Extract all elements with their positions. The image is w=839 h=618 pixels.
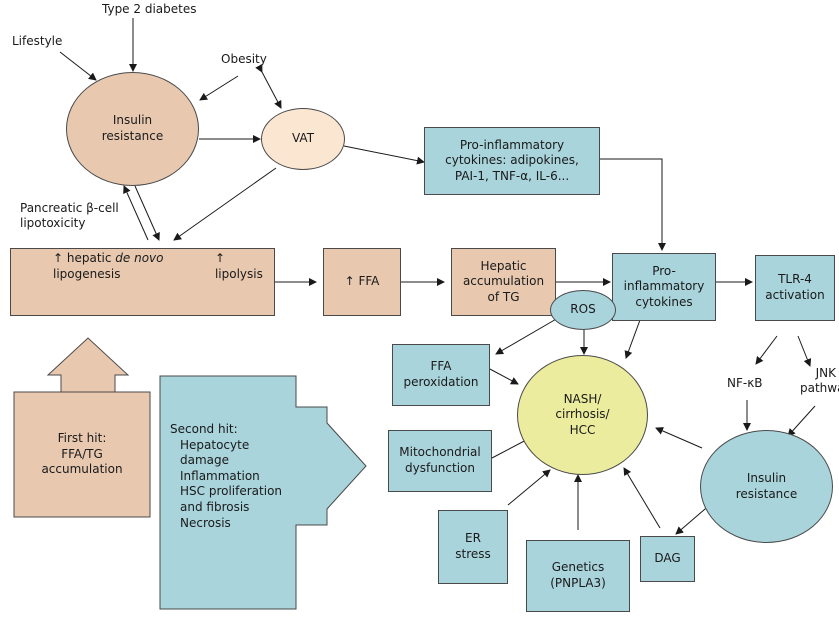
mitochondrial-box: Mitochondrial dysfunction	[388, 430, 492, 492]
ros-node: ROS	[550, 290, 616, 330]
second-hit-text: Second hit: Hepatocyte damage Inflammati…	[166, 420, 296, 532]
insulin-resistance-top-node: Insulin resistance	[66, 72, 199, 186]
obesity-label: Obesity	[221, 52, 267, 66]
ffa-increase-box: ↑ FFA	[323, 248, 401, 316]
hepatic-line-2: accumulation	[462, 274, 545, 289]
second-hit-item-4: and fibrosis	[180, 499, 250, 514]
arrow-ros-to-ffaperox	[495, 317, 559, 355]
arrow-vat-to-proinflam	[343, 145, 425, 165]
arrow-er-to-nash	[507, 469, 551, 506]
genetics-line-2: (PNPLA3)	[550, 576, 606, 590]
arrow-proinflam-to-nash	[624, 319, 641, 359]
second-hit-item-5: Necrosis	[180, 515, 231, 530]
ir-top-line-1: Insulin	[112, 113, 153, 128]
tlr4-box: TLR-4 activation	[755, 255, 835, 321]
lipogenesis-line-1: ↑ hepatic de novo lipogenesis	[53, 251, 215, 282]
lipogenesis-box: ↑ hepatic de novo lipogenesis ↑ lipolysi…	[10, 248, 275, 316]
second-hit-item-1: Hepatocyte damage	[180, 437, 250, 468]
proinflammatory-top-box: Pro-inflammatory cytokines: adipokines, …	[424, 127, 600, 195]
ir-right-line-1: Insulin	[746, 470, 787, 485]
arrow-ir-right-to-nash	[655, 427, 703, 449]
pancreatic-lipotoxicity-label: Pancreatic β-cell lipotoxicity	[20, 201, 119, 231]
mito-line-2: dysfunction	[405, 461, 475, 475]
nash-node: NASH/ cirrhosis/ HCC	[517, 355, 648, 475]
pancreatic-line-1: Pancreatic β-cell	[20, 201, 119, 215]
ros-label: ROS	[570, 302, 596, 317]
nash-line-3: HCC	[569, 422, 596, 437]
first-hit-box-shape	[13, 391, 151, 518]
arrow-ir-to-lipogenesis-b	[134, 185, 160, 241]
dag-label: DAG	[654, 551, 681, 566]
arrow-jnk-to-ir	[787, 405, 816, 437]
mito-line-1: Mitochondrial	[399, 445, 481, 460]
arrow-vat-to-lipogenesis	[173, 167, 277, 241]
first-hit-up-arrow	[46, 337, 130, 393]
tlr4-line-2: activation	[765, 288, 825, 302]
second-hit-heading: Second hit:	[170, 422, 238, 436]
er-line-2: stress	[455, 547, 491, 561]
arrow-dag-to-nash	[623, 467, 661, 529]
arrow-tlr4-to-jnk	[797, 335, 812, 367]
ffa-increase-label: ↑ FFA	[344, 274, 380, 289]
dag-box: DAG	[640, 536, 695, 582]
arrow-proinflam-top-to-mid	[600, 158, 666, 251]
lipogenesis-italic: de novo	[115, 251, 164, 265]
vat-label: VAT	[291, 131, 315, 146]
proinflam-mid-line-2: inflammatory	[623, 279, 705, 294]
er-line-1: ER	[465, 531, 481, 546]
arrow-obesity-to-ir	[199, 75, 239, 101]
hepatic-tg-box: Hepatic accumulation of TG	[451, 248, 556, 316]
proinflam-mid-line-3: cytokines	[635, 294, 693, 309]
proinflam-top-line-3: PAI-1, TNF-α, IL-6...	[454, 168, 570, 183]
first-hit-text: First hit: FFA/TG accumulation	[14, 392, 150, 517]
pancreatic-line-2: lipotoxicity	[20, 216, 86, 230]
ir-right-line-2: resistance	[735, 486, 798, 501]
nfkb-label: NF-κB	[727, 376, 763, 390]
hepatic-line-1: Hepatic	[480, 258, 527, 273]
lipogenesis-prefix: ↑ hepatic	[53, 251, 116, 265]
ffa-peroxidation-box: FFA peroxidation	[392, 344, 490, 406]
arrow-lifestyle-to-ir	[59, 51, 97, 81]
arrow-obesity-vat	[255, 63, 282, 109]
lifestyle-label: Lifestyle	[12, 34, 63, 48]
er-stress-box: ER stress	[438, 510, 508, 584]
jnk-line-1: JNK	[815, 366, 836, 380]
insulin-resistance-right-node: Insulin resistance	[700, 430, 833, 543]
arrow-tlr4-to-nfkb	[755, 335, 778, 365]
first-hit-line-2: FFA/TG	[61, 446, 103, 461]
genetics-line-1: Genetics	[551, 560, 605, 575]
genetics-box: Genetics (PNPLA3)	[526, 540, 630, 612]
second-hit-item-3: HSC proliferation	[180, 484, 283, 499]
jnk-pathway-label: JNK pathway	[800, 366, 839, 396]
nash-line-1: NASH/	[563, 391, 602, 406]
jnk-line-2: pathway	[800, 381, 839, 395]
first-hit-line-1: First hit:	[57, 431, 107, 446]
lipogenesis-line-2: ↑ lipolysis	[214, 251, 263, 281]
nash-line-2: cirrhosis/	[555, 407, 610, 422]
proinflammatory-mid-box: Pro- inflammatory cytokines	[612, 253, 716, 321]
ffaperox-line-1: FFA	[430, 359, 452, 374]
tlr4-line-1: TLR-4	[778, 272, 812, 287]
ir-top-line-2: resistance	[101, 129, 164, 143]
vat-node: VAT	[261, 108, 345, 170]
lipogenesis-suffix: lipogenesis	[53, 266, 121, 281]
arrow-lipogenesis-to-ir-a	[123, 185, 149, 241]
hepatic-line-3: of TG	[487, 289, 520, 304]
second-hit-right-arrow	[159, 375, 367, 610]
first-hit-line-3: accumulation	[41, 462, 123, 477]
type2-diabetes-label: Type 2 diabetes	[102, 2, 197, 16]
proinflam-top-line-1: Pro-inflammatory	[459, 137, 565, 152]
proinflam-mid-line-1: Pro-	[652, 263, 676, 278]
ffaperox-line-2: peroxidation	[403, 375, 479, 389]
second-hit-item-2: Inflammation	[180, 468, 260, 483]
arrow-ffaperox-to-nash	[487, 367, 519, 385]
proinflam-top-line-2: cytokines: adipokines,	[445, 153, 579, 168]
